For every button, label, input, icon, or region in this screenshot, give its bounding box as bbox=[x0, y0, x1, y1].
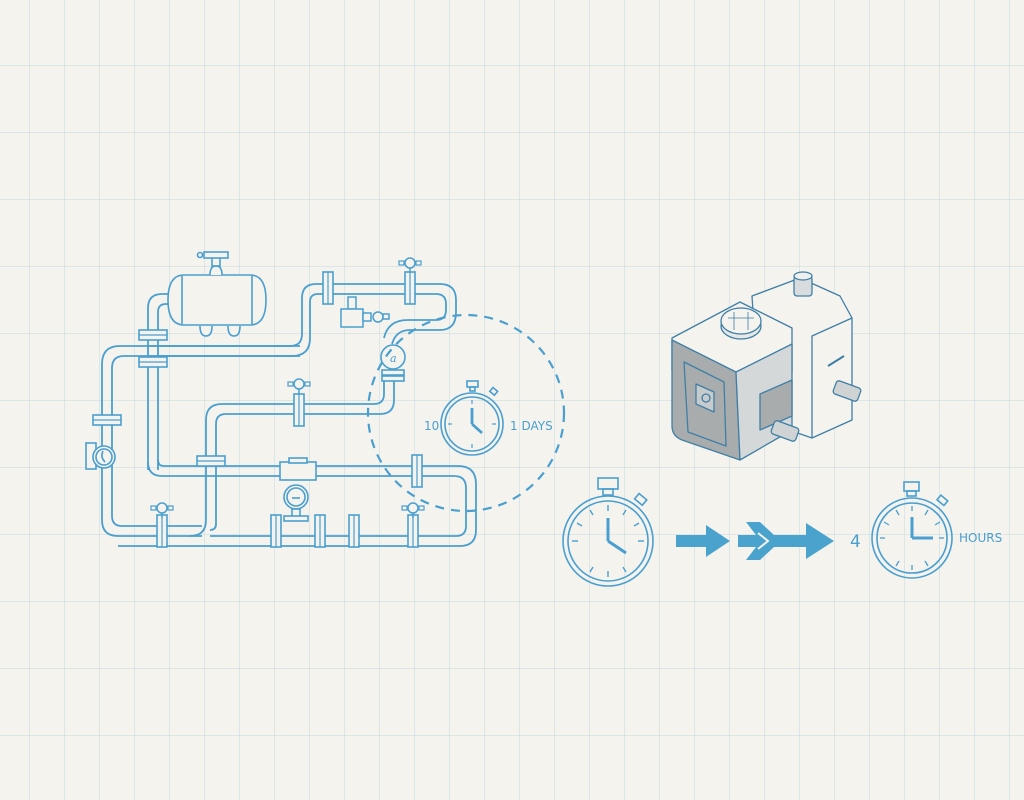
flange bbox=[138, 356, 168, 368]
stopwatch-result bbox=[871, 481, 953, 579]
valve-head bbox=[287, 378, 311, 395]
stopwatch-callout bbox=[440, 380, 504, 456]
pipe-upper-route bbox=[150, 283, 457, 357]
flange bbox=[156, 514, 168, 548]
stopwatch-start bbox=[562, 477, 654, 587]
valve-head bbox=[398, 257, 422, 274]
flange bbox=[138, 329, 168, 341]
pressure-tank bbox=[167, 251, 267, 337]
pipe-outer-loop bbox=[101, 345, 301, 537]
callout-left-number: 10 bbox=[424, 419, 439, 433]
result-unit: HOURS bbox=[959, 531, 1002, 545]
pipe-inner-loop bbox=[118, 459, 477, 547]
flow-meter-center bbox=[279, 457, 317, 522]
flange bbox=[314, 514, 326, 548]
flange bbox=[196, 455, 226, 467]
svg-text:a: a bbox=[390, 352, 397, 365]
valve-head bbox=[150, 502, 174, 519]
pipe-tank-inlet bbox=[147, 293, 170, 470]
flange bbox=[348, 514, 360, 548]
piping-system bbox=[101, 283, 477, 547]
pump-unit bbox=[671, 271, 862, 461]
pressure-gauge: a bbox=[380, 344, 406, 382]
result-number: 4 bbox=[850, 532, 861, 552]
regulator bbox=[340, 296, 390, 328]
flange bbox=[411, 454, 423, 488]
flange bbox=[270, 514, 282, 548]
valve-head bbox=[401, 502, 425, 519]
flange bbox=[404, 271, 416, 305]
pipe-middle-route bbox=[189, 380, 395, 537]
flow-meter-left bbox=[85, 442, 116, 470]
flange bbox=[92, 414, 122, 426]
arrow-right-chevron bbox=[738, 522, 834, 560]
flange bbox=[293, 393, 305, 427]
flange bbox=[322, 271, 334, 305]
flange bbox=[407, 514, 419, 548]
callout-circle bbox=[366, 313, 566, 513]
callout-duration-label: 1 DAYS bbox=[510, 419, 553, 433]
arrow-right bbox=[676, 525, 730, 557]
